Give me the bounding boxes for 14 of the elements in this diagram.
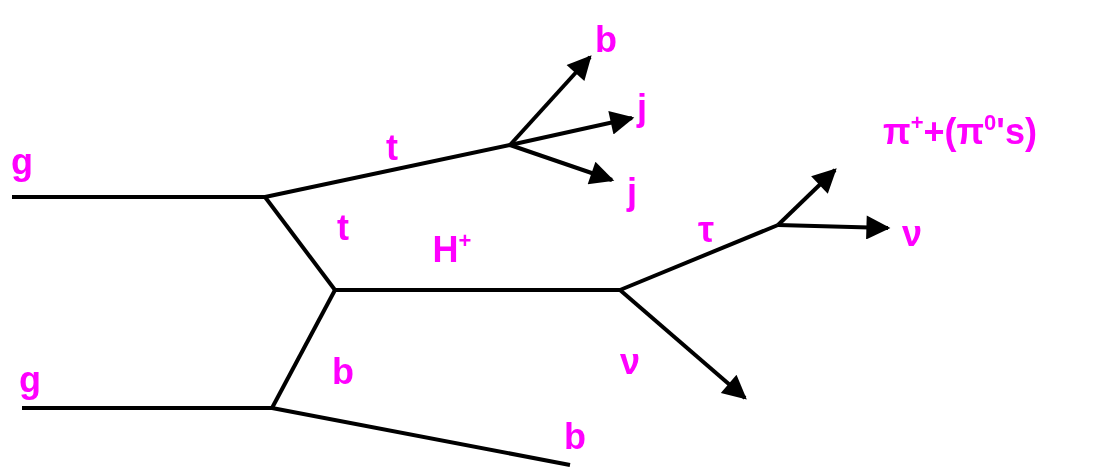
particle-label: ν: [902, 216, 922, 252]
particle-label: j: [637, 90, 647, 126]
particle-label: H$^{+}$: [432, 232, 472, 268]
particle-label: g: [11, 144, 33, 180]
particle-label: b: [595, 22, 617, 58]
particle-label: b: [332, 354, 354, 390]
particle-label: τ: [697, 212, 715, 248]
particle-label: t: [386, 130, 398, 166]
particle-label: j: [627, 174, 637, 210]
particle-label: b: [564, 419, 586, 455]
particle-label: ν: [620, 344, 640, 380]
particle-label: π$^{+}$+(π$^{0}$'s): [883, 114, 1037, 150]
particle-label: t: [337, 210, 349, 246]
particle-label: g: [19, 362, 41, 398]
